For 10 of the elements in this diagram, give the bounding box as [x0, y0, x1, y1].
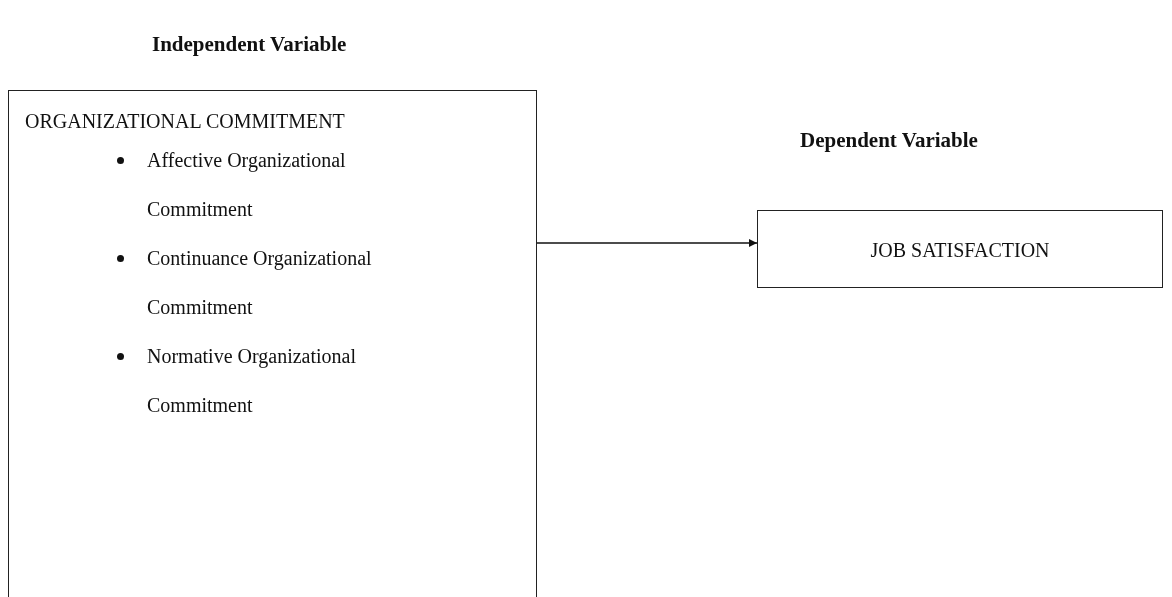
- box-title: ORGANIZATIONAL COMMITMENT: [25, 109, 345, 133]
- variable-heading: Dependent Variable: [800, 128, 978, 153]
- bullet-text: Continuance Organizational Commitment: [147, 246, 373, 320]
- box-title: JOB SATISFACTION: [869, 238, 1051, 262]
- variable-heading: Independent Variable: [152, 32, 347, 57]
- variable-box: [757, 210, 1163, 288]
- arrow: [536, 239, 758, 247]
- bullet-text: Affective Organizational Commitment: [147, 148, 347, 222]
- variable-box: [8, 90, 537, 597]
- bullet-text: Normative Organizational Commitment: [147, 344, 357, 418]
